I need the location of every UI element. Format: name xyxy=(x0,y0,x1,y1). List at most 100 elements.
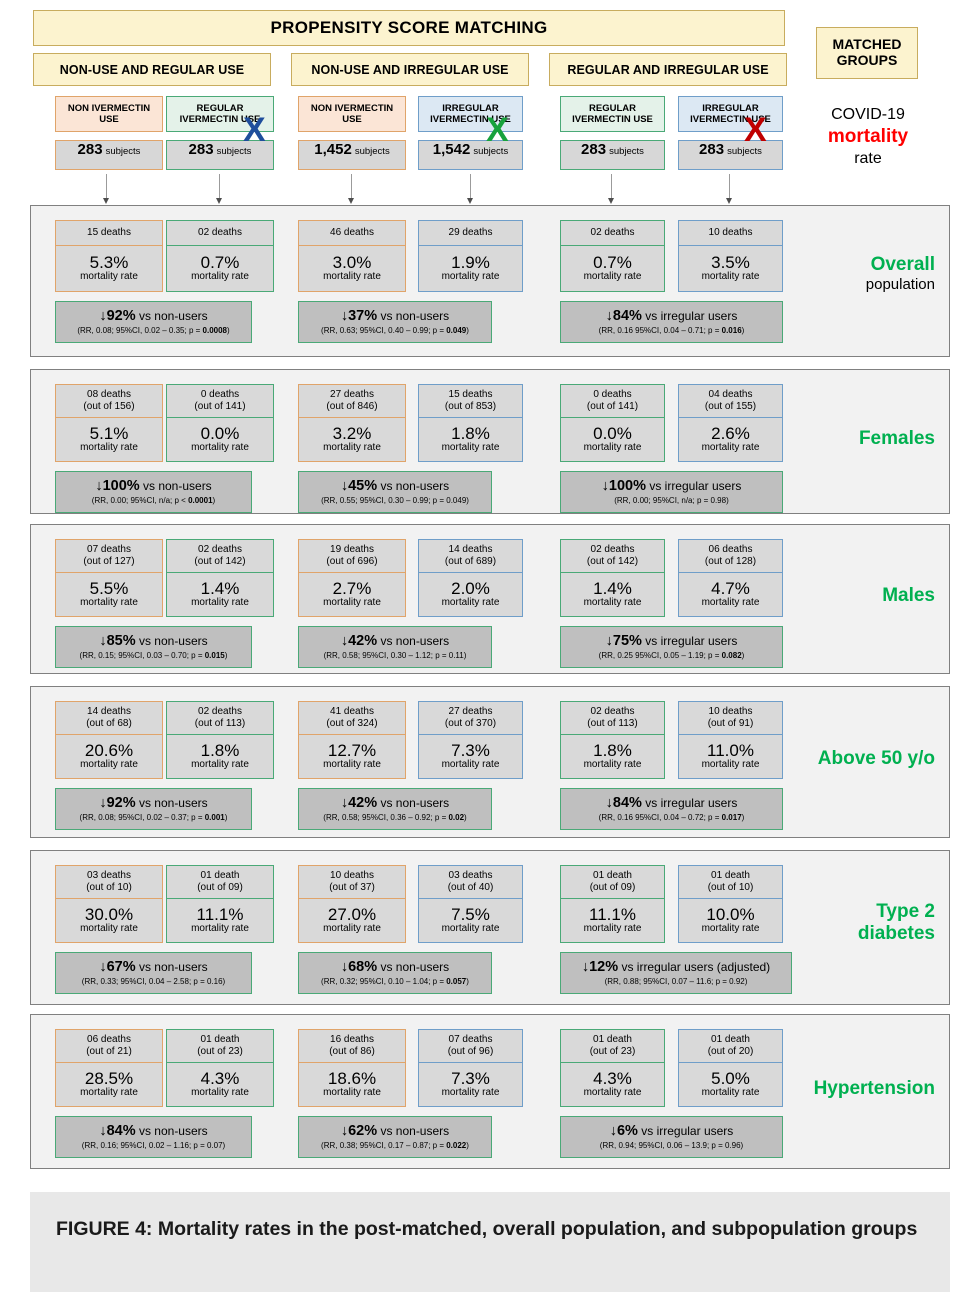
matched-groups-box: MATCHED GROUPS xyxy=(816,27,918,79)
down-arrow-icon: ↓ xyxy=(99,1122,107,1139)
mortality-rate-label-r3-c5: mortality rate xyxy=(701,759,760,771)
deaths-denominator-r3-c0: (out of 68) xyxy=(86,718,132,729)
match-x-icon-0: X xyxy=(243,111,266,149)
risk-reduction-pct: 67% xyxy=(106,958,136,975)
covid-mortality-rate-label: COVID-19 mortality rate xyxy=(798,105,938,169)
risk-reduction-main-r3-g2: ↓84% vs irregular users xyxy=(606,795,738,812)
mortality-rate-label-r1-c3: mortality rate xyxy=(441,442,500,454)
deaths-count-r2-c4: 02 deaths xyxy=(590,543,635,555)
subjects-count-0: 283 xyxy=(77,141,103,158)
mortality-section-r0-c5: 3.5%mortality rate xyxy=(679,246,782,291)
mortality-rate-label-r2-c4: mortality rate xyxy=(583,597,642,609)
row-label-sub: diabetes xyxy=(857,922,935,944)
pair-heading-0: NON-USE AND REGULAR USE xyxy=(33,53,271,86)
mortality-section-r5-c4: 4.3%mortality rate xyxy=(561,1063,664,1106)
result-cell-r4-c2: 10 deaths(out of 37)27.0%mortality rate xyxy=(298,865,406,943)
mortality-rate-label-r1-c2: mortality rate xyxy=(323,442,381,454)
risk-reduction-main-r0-g0: ↓92% vs non-users xyxy=(99,308,207,325)
deaths-count-r3-c0: 14 deaths xyxy=(87,705,131,717)
deaths-denominator-r4-c1: (out of 09) xyxy=(197,882,243,893)
result-cell-r3-c5: 10 deaths(out of 91)11.0%mortality rate xyxy=(678,701,783,779)
deaths-section-r4-c5: 01 death(out of 10) xyxy=(679,866,782,899)
mortality-rate-label-r0-c5: mortality rate xyxy=(701,271,760,283)
risk-reduction-suffix: vs irregular users xyxy=(645,478,742,493)
result-cell-r1-c2: 27 deaths(out of 846)3.2%mortality rate xyxy=(298,384,406,462)
subjects-count-3: 1,542 xyxy=(432,141,471,158)
risk-reduction-pct: 68% xyxy=(348,958,378,975)
deaths-denominator-r5-c1: (out of 23) xyxy=(197,1046,243,1057)
risk-reduction-stats-r4-g0: (RR, 0.33; 95%CI, 0.04 – 2.58; p = 0.16) xyxy=(81,976,226,986)
down-arrow-icon: ↓ xyxy=(99,794,107,811)
risk-reduction-pct: 92% xyxy=(106,794,136,811)
mortality-rate-label-r2-c3: mortality rate xyxy=(441,597,500,609)
deaths-count-r1-c5: 04 deaths xyxy=(708,388,753,400)
deaths-count-r3-c4: 02 deaths xyxy=(590,705,635,717)
risk-reduction-suffix: vs irregular users xyxy=(637,1123,734,1138)
risk-reduction-box-r5-g1: ↓62% vs non-users(RR, 0.38; 95%CI, 0.17 … xyxy=(298,1116,492,1158)
deaths-denominator-r3-c3: (out of 370) xyxy=(444,718,497,729)
deaths-denominator-r2-c5: (out of 128) xyxy=(704,556,757,567)
mortality-pct-r4-c0: 30.0% xyxy=(84,904,134,924)
risk-reduction-box-r5-g0: ↓84% vs non-users(RR, 0.16; 95%CI, 0.02 … xyxy=(55,1116,252,1158)
result-cell-r3-c4: 02 deaths(out of 113)1.8%mortality rate xyxy=(560,701,665,779)
mortality-section-r5-c5: 5.0%mortality rate xyxy=(679,1063,782,1106)
down-arrow-icon: ↓ xyxy=(609,1122,617,1139)
risk-reduction-suffix: vs non-users xyxy=(135,959,208,974)
use-group-box-3: IRREGULAR IVERMECTIN USE xyxy=(418,96,523,132)
down-arrow-icon: ↓ xyxy=(605,794,613,811)
mortality-pct-r3-c3: 7.3% xyxy=(451,740,490,760)
risk-reduction-pct: 12% xyxy=(589,958,619,975)
mortality-rate-label-r0-c0: mortality rate xyxy=(80,271,138,283)
result-cell-r4-c1: 01 death(out of 09)11.1%mortality rate xyxy=(166,865,274,943)
mortality-rate-label-r0-c1: mortality rate xyxy=(191,271,249,283)
risk-reduction-box-r4-g2: ↓12% vs irregular users (adjusted)(RR, 0… xyxy=(560,952,792,994)
risk-reduction-suffix: vs non-users xyxy=(377,633,450,648)
mortality-rate-label-r1-c0: mortality rate xyxy=(80,442,138,454)
result-cell-r1-c4: 0 deaths(out of 141)0.0%mortality rate xyxy=(560,384,665,462)
match-x-icon-1: X xyxy=(486,111,509,149)
risk-reduction-box-r3-g0: ↓92% vs non-users(RR, 0.08; 95%CI, 0.02 … xyxy=(55,788,252,830)
risk-reduction-pct: 84% xyxy=(106,1122,136,1139)
down-arrow-icon: ↓ xyxy=(340,307,349,324)
mortality-rate-label-r4-c3: mortality rate xyxy=(441,923,500,935)
deaths-denominator-r1-c4: (out of 141) xyxy=(586,401,639,412)
deaths-count-r1-c1: 0 deaths xyxy=(200,388,240,400)
result-cell-r4-c4: 01 death(out of 09)11.1%mortality rate xyxy=(560,865,665,943)
risk-reduction-box-r0-g0: ↓92% vs non-users(RR, 0.08; 95%CI, 0.02 … xyxy=(55,301,252,343)
deaths-section-r3-c3: 27 deaths(out of 370) xyxy=(419,702,522,735)
use-group-box-2: NON IVERMECTIN USE xyxy=(298,96,406,132)
mortality-pct-r4-c1: 11.1% xyxy=(196,904,244,924)
mortality-rate-label-r4-c2: mortality rate xyxy=(323,923,381,935)
result-cell-r4-c3: 03 deaths(out of 40)7.5%mortality rate xyxy=(418,865,523,943)
mortality-rate-label-r2-c2: mortality rate xyxy=(323,597,381,609)
mortality-rate-label-r2-c0: mortality rate xyxy=(80,597,138,609)
deaths-section-r0-c1: 02 deaths xyxy=(167,221,273,246)
row-label-1: Females xyxy=(859,428,935,450)
mortality-section-r4-c5: 10.0%mortality rate xyxy=(679,899,782,942)
mortality-pct-r1-c3: 1.8% xyxy=(451,423,490,443)
mortality-section-r3-c5: 11.0%mortality rate xyxy=(679,735,782,778)
down-arrow-icon: ↓ xyxy=(340,1122,349,1139)
deaths-section-r4-c0: 03 deaths(out of 10) xyxy=(56,866,162,899)
mortality-section-r3-c2: 12.7%mortality rate xyxy=(299,735,405,778)
deaths-section-r1-c0: 08 deaths(out of 156) xyxy=(56,385,162,418)
result-cell-r2-c5: 06 deaths(out of 128)4.7%mortality rate xyxy=(678,539,783,617)
down-arrow-icon: ↓ xyxy=(340,477,349,494)
mortality-rate-label-r4-c4: mortality rate xyxy=(583,923,642,935)
risk-reduction-main-r2-g0: ↓85% vs non-users xyxy=(99,633,207,650)
deaths-section-r3-c5: 10 deaths(out of 91) xyxy=(679,702,782,735)
deaths-count-r3-c5: 10 deaths xyxy=(708,705,753,717)
result-cell-r1-c5: 04 deaths(out of 155)2.6%mortality rate xyxy=(678,384,783,462)
mortality-rate-label-r2-c1: mortality rate xyxy=(191,597,249,609)
deaths-denominator-r4-c0: (out of 10) xyxy=(86,882,132,893)
risk-reduction-suffix: vs non-users xyxy=(135,633,208,648)
deaths-section-r0-c0: 15 deaths xyxy=(56,221,162,246)
mortality-section-r1-c5: 2.6%mortality rate xyxy=(679,418,782,461)
deaths-denominator-r1-c3: (out of 853) xyxy=(444,401,497,412)
mortality-pct-r5-c1: 4.3% xyxy=(200,1068,240,1088)
deaths-section-r2-c2: 19 deaths(out of 696) xyxy=(299,540,405,573)
